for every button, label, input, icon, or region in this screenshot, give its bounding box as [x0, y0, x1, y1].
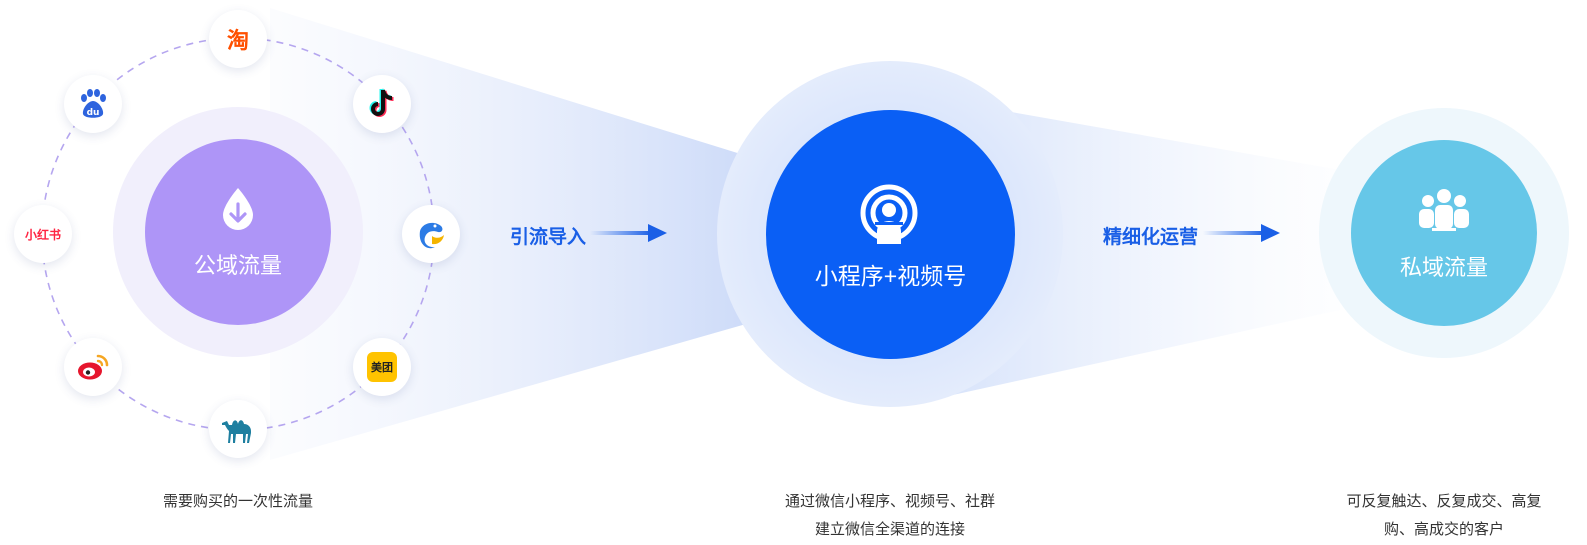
- middle-caption-line1: 通过微信小程序、视频号、社群: [784, 493, 995, 510]
- dolphin-icon: [402, 205, 460, 263]
- middle-caption-line2: 建立微信全渠道的连接: [814, 521, 965, 538]
- douyin-icon: [353, 75, 411, 133]
- public-traffic-title: 公域流量: [193, 253, 282, 278]
- flow-arrow-1: [590, 224, 667, 242]
- public-caption: 需要购买的一次性流量: [162, 493, 313, 510]
- taobao-icon: 淘: [209, 10, 267, 68]
- group-users-icon: [1419, 189, 1469, 231]
- baidu-icon: du: [64, 75, 122, 133]
- camel-icon: [209, 400, 267, 458]
- mini-program-title: 小程序+视频号: [814, 263, 967, 289]
- flow-label-1: 引流导入: [510, 227, 587, 248]
- private-caption-line1: 可反复触达、反复成交、高复: [1346, 493, 1542, 510]
- xiaohongshu-icon: 小红书: [14, 205, 72, 263]
- public-traffic-circle: [145, 139, 331, 325]
- middle-caption: 通过微信小程序、视频号、社群 建立微信全渠道的连接: [755, 488, 1025, 544]
- weibo-icon: [64, 338, 122, 396]
- meituan-icon: 美团: [353, 338, 411, 396]
- private-caption-line2: 购、高成交的客户: [1383, 521, 1504, 538]
- baidu-text: du: [87, 108, 100, 118]
- private-traffic-title: 私域流量: [1399, 255, 1488, 280]
- flow-arrow-2: [1203, 224, 1280, 242]
- private-caption: 可反复触达、反复成交、高复 购、高成交的客户: [1330, 488, 1558, 544]
- flow-label-2: 精细化运营: [1103, 227, 1199, 248]
- broadcast-user-icon: [860, 184, 918, 244]
- drop-arrow-icon: [223, 188, 253, 230]
- private-traffic-circle: [1351, 140, 1537, 326]
